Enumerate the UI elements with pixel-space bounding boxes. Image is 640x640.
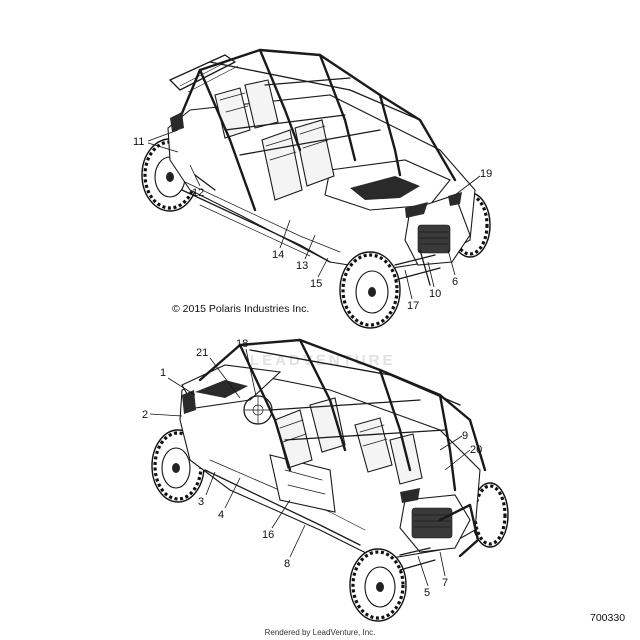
- callout-14: 14: [272, 249, 284, 261]
- callout-5: 5: [424, 587, 430, 599]
- callout-7: 7: [442, 577, 448, 589]
- callout-13: 13: [296, 260, 308, 272]
- callout-8: 8: [284, 558, 290, 570]
- callout-10: 10: [429, 288, 441, 300]
- upper-front-left-wheel: [339, 251, 401, 329]
- render-credit: Rendered by LeadVenture, Inc.: [264, 628, 376, 637]
- callout-20: 20: [470, 444, 482, 456]
- callout-18: 18: [236, 338, 248, 350]
- upper-callouts: 11 12 14 13 15 17 10 6 19: [133, 129, 492, 312]
- callout-16: 16: [262, 529, 274, 541]
- callout-19: 19: [480, 168, 492, 180]
- callout-6: 6: [452, 276, 458, 288]
- callout-15: 15: [310, 278, 322, 290]
- callout-1: 1: [160, 367, 166, 379]
- callout-3: 3: [198, 496, 204, 508]
- diagram-part-number: 700330: [590, 612, 626, 624]
- callout-11: 11: [133, 136, 144, 148]
- callout-21: 21: [196, 347, 208, 359]
- callout-17: 17: [407, 300, 419, 312]
- callout-2: 2: [142, 409, 148, 421]
- callout-4: 4: [218, 509, 224, 521]
- copyright-text: © 2015 Polaris Industries Inc.: [172, 303, 310, 315]
- lower-front-left-wheel: [349, 548, 407, 622]
- upper-vehicle-illustration: [141, 48, 491, 329]
- callout-12: 12: [192, 187, 204, 199]
- lower-callouts: 1 2 3 4 21 18 16 8 5 7 9 20: [142, 338, 482, 599]
- callout-9: 9: [462, 430, 468, 442]
- lower-vehicle-illustration: [151, 338, 509, 622]
